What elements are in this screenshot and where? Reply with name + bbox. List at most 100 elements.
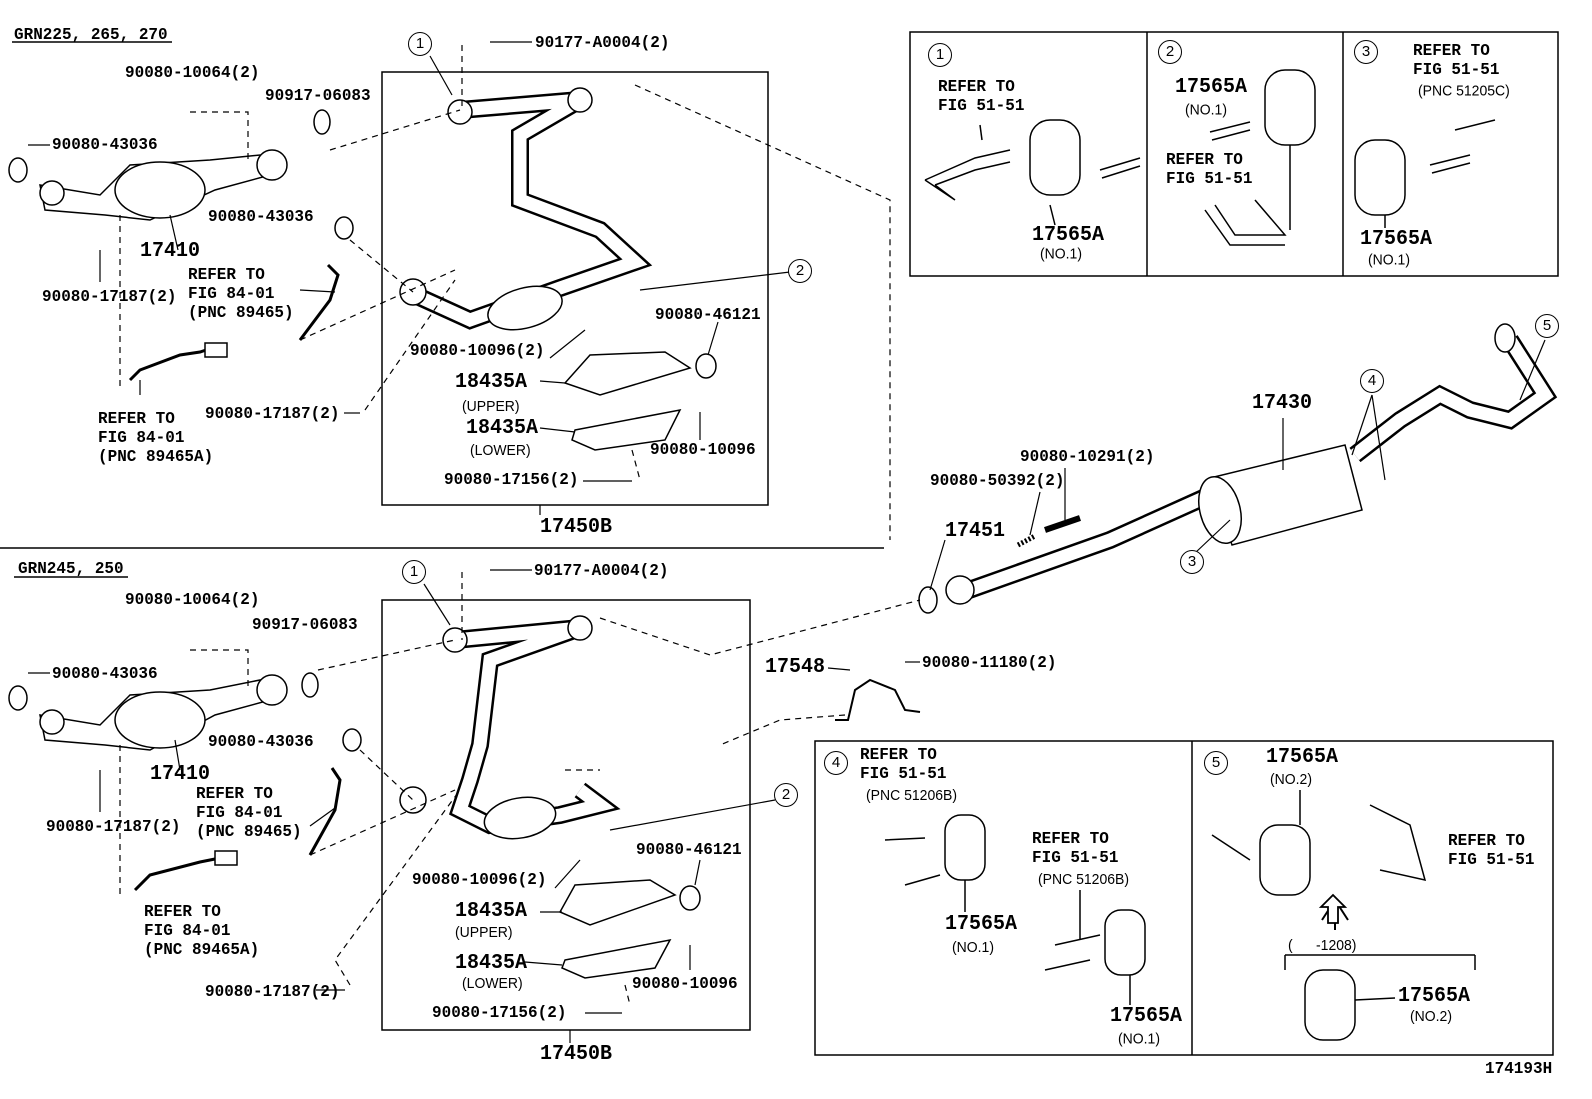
assembly-number: 17450B [540,1042,613,1067]
part-label: 90080-17156(2) [444,470,579,490]
part-note: (LOWER) [470,441,531,459]
part-label: 17565A [1032,223,1105,248]
part-note: (LOWER) [462,974,523,992]
detail-box-bottom [814,740,1554,1056]
heat-insulator-lower-top [571,408,682,451]
part-label: 17565A [1175,75,1248,100]
front-pipe-top [399,87,653,331]
figure-id: 174193H [1485,1059,1553,1079]
part-label: 90080-46121 [655,305,761,325]
callout-4: 4 [1360,369,1384,393]
part-label: 90080-17187(2) [205,404,340,424]
reference-label: FIG 51-51 [938,96,1025,116]
callout-5: 5 [1535,314,1559,338]
part-note: (UPPER) [462,397,520,415]
part-label: 90080-43036 [208,207,314,227]
reference-label: FIG 84-01 [196,803,283,823]
assembly-number: 17450B [540,515,613,540]
reference-label: FIG 84-01 [98,428,185,448]
assembly-box-bottom [381,599,751,1031]
callout-2: 2 [788,259,812,283]
reference-label: FIG 51-51 [860,764,947,784]
part-label: 90917-06083 [265,86,371,106]
part-label: 18435A [466,416,539,441]
reference-label: (PNC 51206B) [866,786,958,804]
callout-1: 1 [402,560,426,584]
reference-label: (PNC 89465) [196,822,302,842]
part-label: 90080-10096(2) [410,341,545,361]
part-number-17430: 17430 [1252,391,1313,416]
detail-box-top [909,31,1559,277]
part-label: 90080-10291(2) [1020,447,1155,467]
reference-label: (PNC 89465A) [144,940,260,960]
variant-title-top: GRN225, 265, 270 [14,25,168,45]
reference-label: REFER TO [144,902,221,922]
callout-1: 1 [928,43,952,67]
reference-label: REFER TO [1413,41,1490,61]
part-label: 17565A [1360,227,1433,252]
heat-insulator-upper-top [563,351,692,396]
part-label: 17548 [765,655,826,680]
part-label: 90080-46121 [636,840,742,860]
reference-label: REFER TO [98,409,175,429]
reference-label: REFER TO [938,77,1015,97]
reference-label: REFER TO [1448,831,1525,851]
reference-label: REFER TO [1166,150,1243,170]
part-label: 17565A [1398,984,1471,1009]
variant-title-bottom: GRN245, 250 [18,559,124,579]
part-label: 90080-17156(2) [432,1003,567,1023]
part-label: 90080-10096 [650,440,756,460]
reference-label: REFER TO [860,745,937,765]
assembly-box-top [381,71,769,506]
part-note: (UPPER) [455,923,513,941]
reference-label: (PNC 51205C) [1418,81,1510,99]
reference-label: FIG 84-01 [144,921,231,941]
part-note: (NO.1) [1040,244,1082,262]
part-label: 90080-43036 [52,664,158,684]
callout-2: 2 [1158,40,1182,64]
callout-5: 5 [1204,751,1228,775]
part-note: (NO.2) [1270,770,1312,788]
part-note: (NO.1) [1118,1029,1160,1047]
part-note: (NO.1) [1185,100,1227,118]
part-label: 18435A [455,951,528,976]
callout-3: 3 [1180,550,1204,574]
part-label: 90917-06083 [252,615,358,635]
part-label: 18435A [455,899,528,924]
callout-4: 4 [824,751,848,775]
reference-label: FIG 51-51 [1413,60,1500,80]
part-label: 17565A [945,912,1018,937]
reference-label: (PNC 89465) [188,303,294,323]
part-label: 90080-11180(2) [922,653,1057,673]
front-pipe-bottom [399,615,621,840]
catalytic-converter-top [39,149,288,221]
reference-label: FIG 51-51 [1448,850,1535,870]
reference-label: FIG 51-51 [1166,169,1253,189]
catalytic-converter-bottom [39,674,288,751]
reference-label: FIG 84-01 [188,284,275,304]
part-label: 90080-10064(2) [125,63,260,83]
part-label: 17565A [1266,745,1339,770]
part-label: 90080-10096(2) [412,870,547,890]
reference-label: REFER TO [1032,829,1109,849]
part-label: 90080-43036 [52,135,158,155]
part-label: 17565A [1110,1004,1183,1029]
reference-label: (PNC 89465A) [98,447,214,467]
part-label: 90177-A0004(2) [535,33,670,53]
part-note: (NO.1) [1368,250,1410,268]
part-label: 90080-17187(2) [42,287,177,307]
part-label: 90080-17187(2) [46,817,181,837]
part-number-17410: 17410 [150,762,211,787]
part-label: 17451 [945,519,1006,544]
part-label: 90080-10064(2) [125,590,260,610]
part-number-17410: 17410 [140,239,201,264]
part-label: 90080-17187(2) [205,982,340,1002]
part-note: (NO.2) [1410,1007,1452,1025]
part-label: 90177-A0004(2) [534,561,669,581]
arrow-up-icon [1318,893,1348,924]
reference-label: REFER TO [196,784,273,804]
reference-label: FIG 51-51 [1032,848,1119,868]
hanger-illustrations [884,69,1496,1041]
